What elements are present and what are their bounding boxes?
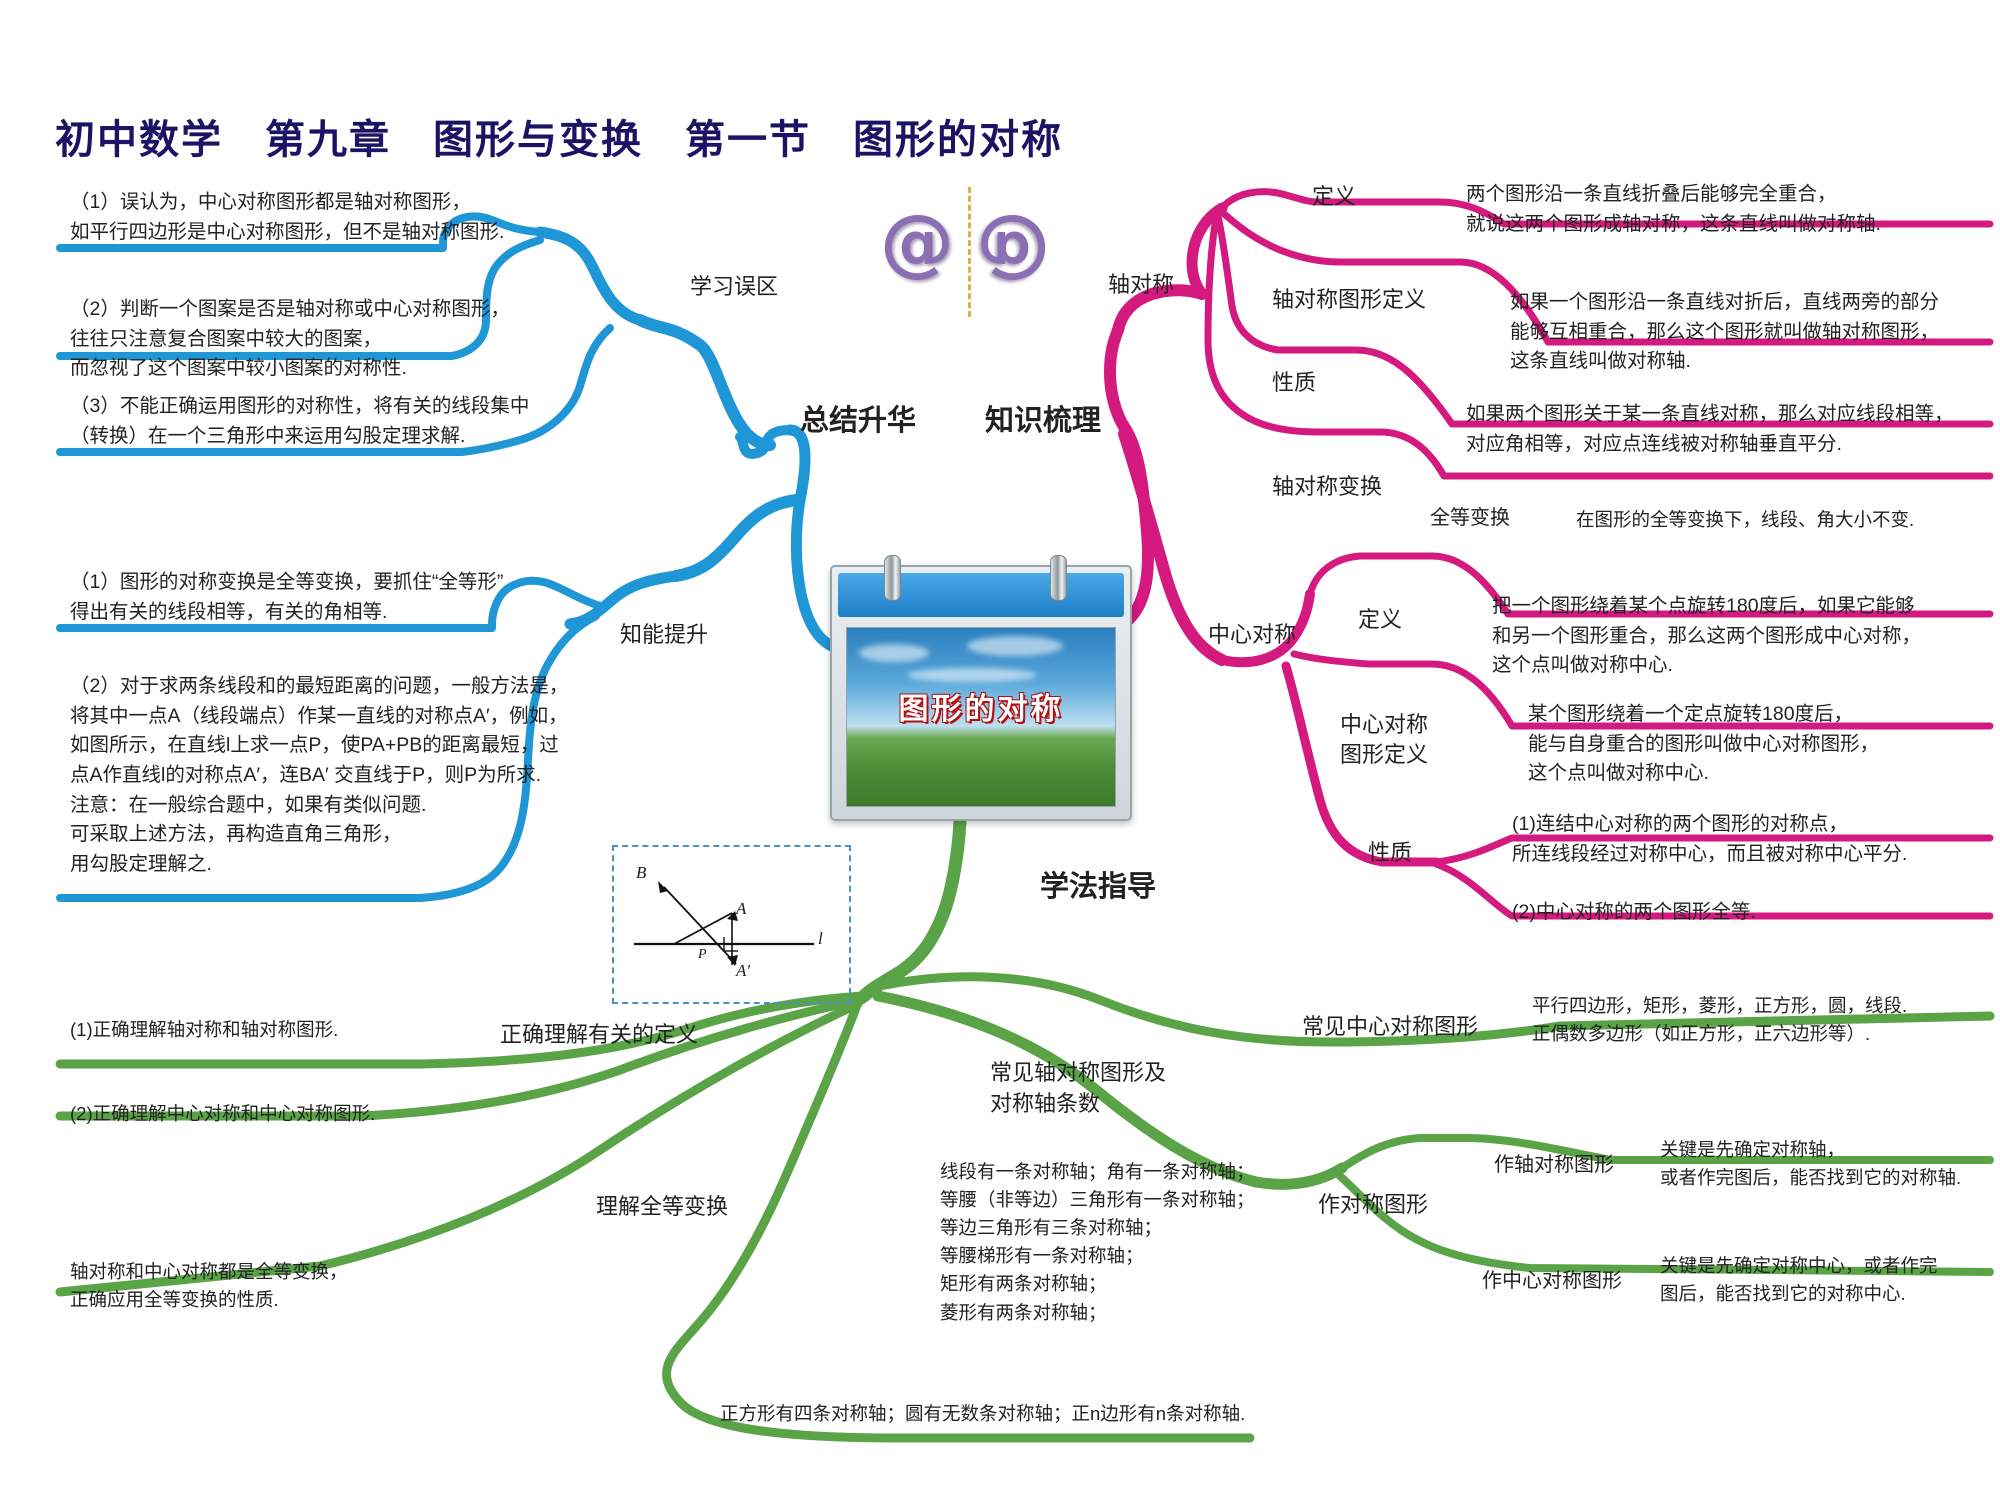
detail-draw-axial-symmetric: 关键是先确定对称轴， 或者作完图后，能否找到它的对称轴.	[1660, 1139, 1962, 1189]
node-common-central-figures[interactable]: 常见中心对称图形	[1302, 1014, 1479, 1039]
detail-common-central-figures: 平行四边形，矩形，菱形，正方形，圆，线段. 正偶数多边形（如正方形，正六边形等）…	[1532, 995, 1908, 1045]
detail-common-axial-figures: 线段有一条对称轴；角有一条对称轴； 等腰（非等边）三角形有一条对称轴； 等边三角…	[940, 1161, 1255, 1323]
node-draw-symmetric[interactable]: 作对称图形	[1318, 1192, 1429, 1217]
misconception-item-3: （3）不能正确运用图形的对称性，将有关的线段集中 （转换）在一个三角形中来运用勾…	[70, 395, 530, 447]
geo-label-l: l	[818, 929, 823, 948]
node-draw-central-symmetric[interactable]: 作中心对称图形	[1482, 1270, 1622, 1292]
understand-definition-item-2: (2)正确理解中心对称和中心对称图形.	[70, 1103, 376, 1124]
card-header-bar	[838, 573, 1124, 617]
detail-central-definition: 把一个图形绕着某个点旋转180度后，如果它能够 和另一个图形重合，那么这两个图形…	[1492, 595, 1922, 677]
misconception-item-2: （2）判断一个图案是否是轴对称或中心对称图形， 往往只注意复合图案中较大的图案，…	[70, 298, 510, 380]
node-axial-figure-definition[interactable]: 轴对称图形定义	[1272, 287, 1427, 312]
node-central-figure-definition[interactable]: 中心对称 图形定义	[1340, 712, 1429, 767]
page-title: 初中数学 第九章 图形与变换 第一节 图形的对称	[55, 117, 1063, 163]
binder-ring-left	[884, 555, 901, 601]
card-photo: 图形的对称	[846, 627, 1116, 807]
ability-item-2: （2）对于求两条线段和的最短距离的问题，一般方法是， 将其中一点A（线段端点）作…	[70, 675, 569, 875]
binder-ring-right	[1050, 555, 1067, 601]
geometry-inset-figure: B A A′ P l	[612, 845, 851, 1004]
node-central-symmetry[interactable]: 中心对称	[1208, 622, 1297, 647]
node-learning-misconception[interactable]: 学习误区	[690, 274, 779, 299]
at-icon-left: @	[880, 199, 954, 285]
ability-item-1: （1）图形的对称变换是全等变换，要抓住“全等形” 得出有关的线段相等，有关的角相…	[70, 571, 504, 623]
understand-definition-item-1: (1)正确理解轴对称和轴对称图形.	[70, 1019, 339, 1040]
at-symbol-pair: @ @	[880, 187, 1070, 317]
node-central-property[interactable]: 性质	[1368, 840, 1413, 865]
node-central-definition[interactable]: 定义	[1358, 607, 1403, 632]
card-title-text: 图形的对称	[898, 692, 1064, 728]
hub-method[interactable]: 学法指导	[1040, 871, 1157, 903]
wire-green-trunk	[893, 815, 967, 979]
geo-label-A-prime: A′	[736, 961, 751, 980]
node-draw-axial-symmetric[interactable]: 作轴对称图形	[1494, 1154, 1614, 1176]
node-axial-property[interactable]: 性质	[1272, 370, 1317, 395]
detail-axial-property: 如果两个图形关于某一条直线对称，那么对应线段相等， 对应角相等，对应点连线被对称…	[1466, 403, 1954, 455]
detail-central-figure-definition: 某个图形绕着一个定点旋转180度后， 能与自身重合的图形叫做中心对称图形， 这个…	[1528, 703, 1880, 785]
node-axial-transform[interactable]: 轴对称变换	[1272, 474, 1383, 499]
detail-central-property-1: (1)连结中心对称的两个图形的对称点， 所连线段经过对称中心，而且被对称中心平分…	[1512, 813, 1908, 865]
detail-common-axial-figures-last: 正方形有四条对称轴；圆有无数条对称轴；正n边形有n条对称轴.	[720, 1403, 1246, 1424]
geo-label-B: B	[636, 863, 647, 882]
geo-label-A: A	[736, 899, 747, 918]
node-understand-congruent[interactable]: 理解全等变换	[596, 1194, 729, 1219]
node-congruent-transform[interactable]: 全等变换	[1430, 507, 1510, 529]
hub-knowledge[interactable]: 知识梳理	[985, 405, 1102, 437]
node-axial-symmetry[interactable]: 轴对称	[1108, 272, 1175, 297]
detail-draw-central-symmetric: 关键是先确定对称中心，或者作完 图后，能否找到它的对称中心.	[1660, 1255, 1938, 1305]
center-topic-card: 图形的对称	[830, 555, 1132, 821]
detail-axial-definition: 两个图形沿一条直线折叠后能够完全重合， 就说这两个图形成轴对称，这条直线叫做对称…	[1466, 183, 1881, 235]
detail-axial-figure-definition: 如果一个图形沿一条直线对折后，直线两旁的部分 能够互相重合，那么这个图形就叫做轴…	[1510, 291, 1940, 373]
node-axial-definition[interactable]: 定义	[1312, 184, 1357, 209]
node-ability-improvement[interactable]: 知能提升	[620, 622, 709, 647]
understand-congruent-item-1: 轴对称和中心对称都是全等变换， 正确应用全等变换的性质.	[70, 1261, 348, 1311]
detail-central-property-2: (2)中心对称的两个图形全等.	[1512, 901, 1756, 923]
node-understand-definition[interactable]: 正确理解有关的定义	[500, 1022, 699, 1047]
misconception-item-1: （1）误认为，中心对称图形都是轴对称图形， 如平行四边形是中心对称图形，但不是轴…	[70, 191, 505, 243]
at-icon-right: @	[976, 199, 1050, 285]
hub-summary[interactable]: 总结升华	[800, 405, 917, 437]
detail-congruent-transform: 在图形的全等变换下，线段、角大小不变.	[1576, 509, 1915, 530]
geo-label-P: P	[698, 947, 707, 962]
mirror-axis-dashed-line	[968, 187, 971, 317]
node-common-axial-figures[interactable]: 常见轴对称图形及 对称轴条数	[990, 1060, 1167, 1116]
